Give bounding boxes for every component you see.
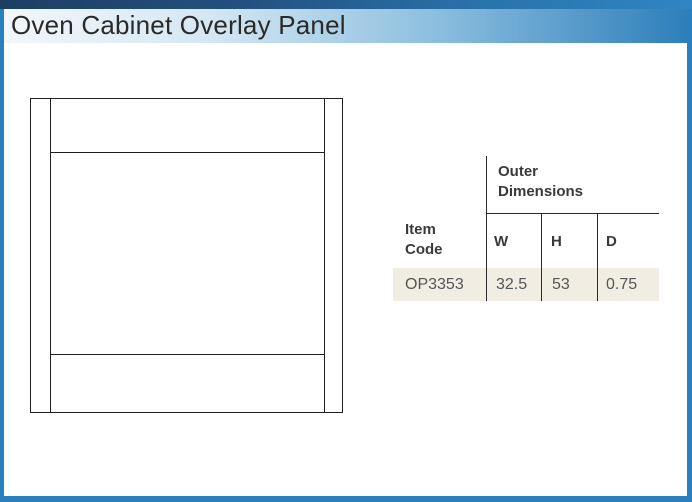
cabinet-outline <box>30 98 343 413</box>
page-border-bottom <box>0 496 692 502</box>
page-border-right <box>687 9 692 502</box>
col-header-d: D <box>606 233 617 250</box>
col-header-item-code: Item Code <box>405 221 443 258</box>
cabinet-right-stile-line <box>324 98 325 413</box>
page-border-left <box>0 9 4 502</box>
table-divider-itemcode-dimensions <box>486 156 487 301</box>
table-divider-w-h <box>541 213 542 301</box>
table-divider-h-d <box>597 213 598 301</box>
page-title: Oven Cabinet Overlay Panel <box>11 10 346 40</box>
top-accent-bar <box>0 0 692 9</box>
cell-width: 32.5 <box>496 276 528 293</box>
cabinet-left-stile-line <box>50 98 51 413</box>
cabinet-top-rail-line <box>50 152 325 153</box>
title-band: Oven Cabinet Overlay Panel <box>4 9 687 43</box>
cell-depth: 0.75 <box>606 276 638 293</box>
outer-dimensions-group-header: Outer Dimensions <box>498 163 584 200</box>
cabinet-bottom-rail-line <box>50 354 325 355</box>
col-header-h: H <box>551 233 562 250</box>
table-row-background <box>393 268 659 301</box>
cell-item-code: OP3353 <box>405 276 464 293</box>
cell-height: 53 <box>552 276 570 293</box>
col-header-w: W <box>494 233 509 250</box>
table-divider-groupheader <box>486 213 659 214</box>
